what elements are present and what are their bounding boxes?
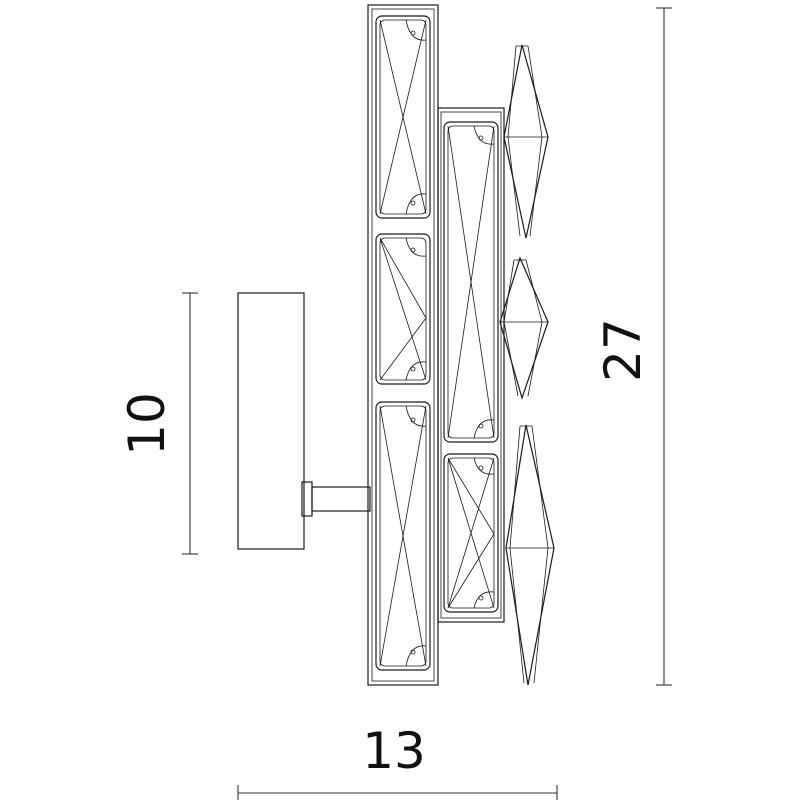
crystal-secondary-bottom [443,453,499,613]
pendant-top [503,44,549,239]
pendant-bottom [505,424,555,686]
main-frame [367,4,439,686]
crystal-secondary-top [443,121,499,443]
dimension-depth: 13 [237,722,558,800]
wall-mount-plate [237,292,305,550]
dimension-height: 10 [118,292,198,555]
dimension-total-height: 27 [594,7,672,686]
mount-arm [301,481,371,517]
pendant-middle [499,256,549,400]
dimension-height-label: 10 [118,392,176,456]
secondary-frame [437,107,505,623]
crystal-main-middle [375,233,431,385]
crystal-main-top [375,15,431,219]
dimension-depth-label: 13 [362,722,426,780]
dimension-total-height-label: 27 [594,318,652,382]
crystal-main-bottom [375,401,431,671]
